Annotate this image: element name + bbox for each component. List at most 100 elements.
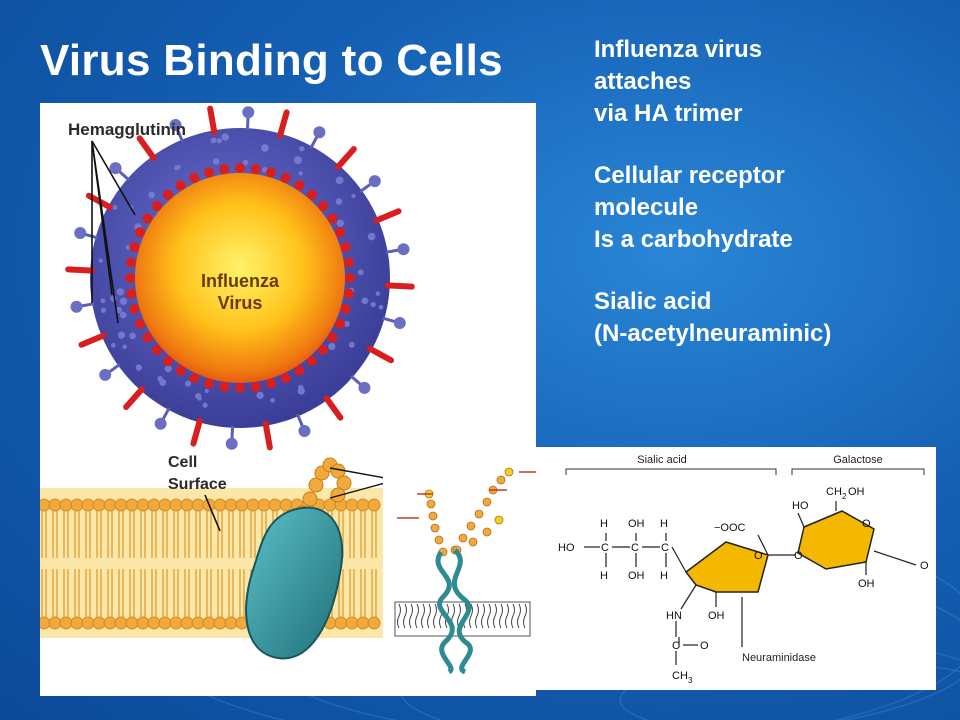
neuraminidase-stalk [386, 250, 400, 252]
lipid-head [148, 499, 160, 511]
lipid-head [82, 617, 94, 629]
neuraminidase-stalk [351, 376, 361, 385]
envelope-dot [205, 389, 209, 393]
envelope-dot [99, 258, 103, 262]
matrix-bead [328, 332, 338, 342]
lipid-head [346, 617, 358, 629]
envelope-dot [101, 298, 106, 303]
envelope-dot [298, 385, 304, 391]
body-line: molecule [594, 192, 954, 224]
envelope-dot [203, 403, 208, 408]
neuraminidase-stalk [163, 408, 170, 420]
neuraminidase-stalk [80, 304, 94, 306]
matrix-bead [189, 173, 199, 183]
svg-text:CH: CH [672, 670, 688, 682]
matrix-bead [266, 167, 276, 177]
lipid-head [346, 499, 358, 511]
hemagglutinin-spike [280, 112, 287, 135]
lipid-head [192, 617, 204, 629]
receptor-inset [383, 462, 540, 674]
lipid-head [203, 617, 215, 629]
svg-text:H: H [600, 570, 608, 582]
neuraminidase-stalk [311, 136, 318, 148]
body-line: Influenza virus [594, 34, 954, 66]
lipid-head [104, 617, 116, 629]
matrix-bead [251, 382, 261, 392]
matrix-bead [341, 242, 351, 252]
svg-text:OH: OH [708, 610, 725, 622]
matrix-bead [189, 373, 199, 383]
envelope-dot [211, 137, 217, 143]
svg-text:C: C [601, 542, 609, 554]
hemagglutinin-spike [210, 109, 214, 133]
svg-text:H: H [600, 518, 608, 530]
inset-arrows [397, 472, 537, 518]
inset-sugar-bead [427, 500, 435, 508]
matrix-bead [125, 273, 135, 283]
lipid-head [214, 499, 226, 511]
hemagglutinin-spike [126, 389, 142, 407]
svg-text:O: O [920, 560, 929, 572]
lipid-head [170, 617, 182, 629]
hemagglutinin-spike [388, 285, 412, 286]
lipid-head [115, 499, 127, 511]
lipid-head [71, 499, 83, 511]
envelope-dot [118, 332, 125, 339]
sialic-acid-label: Sialic acid [637, 454, 687, 466]
neuraminidase-stalk [232, 426, 233, 440]
lipid-head [368, 499, 380, 511]
svg-text:C: C [672, 640, 680, 652]
neuraminidase-head [394, 317, 406, 329]
neuraminidase-head [369, 175, 381, 187]
envelope-dot [336, 177, 344, 185]
envelope-dot [336, 198, 342, 204]
structure-brackets [566, 469, 924, 475]
lipid-head [71, 617, 83, 629]
matrix-bead [152, 201, 162, 211]
lipid-head [181, 499, 193, 511]
lipid-head [49, 617, 61, 629]
matrix-bead [219, 164, 229, 174]
envelope-dot [129, 333, 136, 340]
virus-label-line1: Influenza [201, 271, 280, 291]
matrix-bead [176, 366, 186, 376]
envelope-dot [299, 171, 303, 175]
envelope-dot [270, 398, 275, 403]
cell-label-line1: Cell [168, 454, 197, 471]
matrix-bead [318, 201, 328, 211]
lipid-head [357, 499, 369, 511]
hemagglutinin-spike [68, 269, 92, 270]
matrix-bead [335, 227, 345, 237]
matrix-bead [266, 379, 276, 389]
envelope-dot [358, 269, 364, 275]
svg-text:O: O [862, 518, 871, 530]
matrix-bead [142, 214, 152, 224]
matrix-bead [281, 373, 291, 383]
matrix-bead [126, 257, 136, 267]
neuraminidase-head [74, 227, 86, 239]
lipid-head [280, 499, 292, 511]
matrix-bead [126, 289, 136, 299]
neuraminidase-head [313, 126, 325, 138]
envelope-dot [337, 220, 344, 227]
matrix-bead [341, 304, 351, 314]
matrix-bead [219, 382, 229, 392]
svg-text:C: C [661, 542, 669, 554]
lipid-head [126, 617, 138, 629]
inset-sugar-bead [435, 536, 443, 544]
envelope-dot [294, 156, 302, 164]
envelope-dot [351, 194, 355, 198]
galactose-label: Galactose [833, 454, 883, 466]
lipid-head [247, 499, 259, 511]
lipid-head [93, 617, 105, 629]
inset-sugar-bead [497, 476, 505, 484]
matrix-bead [281, 173, 291, 183]
lipid-head [192, 499, 204, 511]
hemagglutinin-spike [326, 398, 340, 417]
body-line: Is a carbohydrate [594, 224, 954, 256]
inset-sugar-bead [475, 510, 483, 518]
lipid-head [170, 499, 182, 511]
lipid-head [368, 617, 380, 629]
body-line: via HA trimer [594, 98, 954, 130]
sugar-bead [303, 492, 317, 506]
